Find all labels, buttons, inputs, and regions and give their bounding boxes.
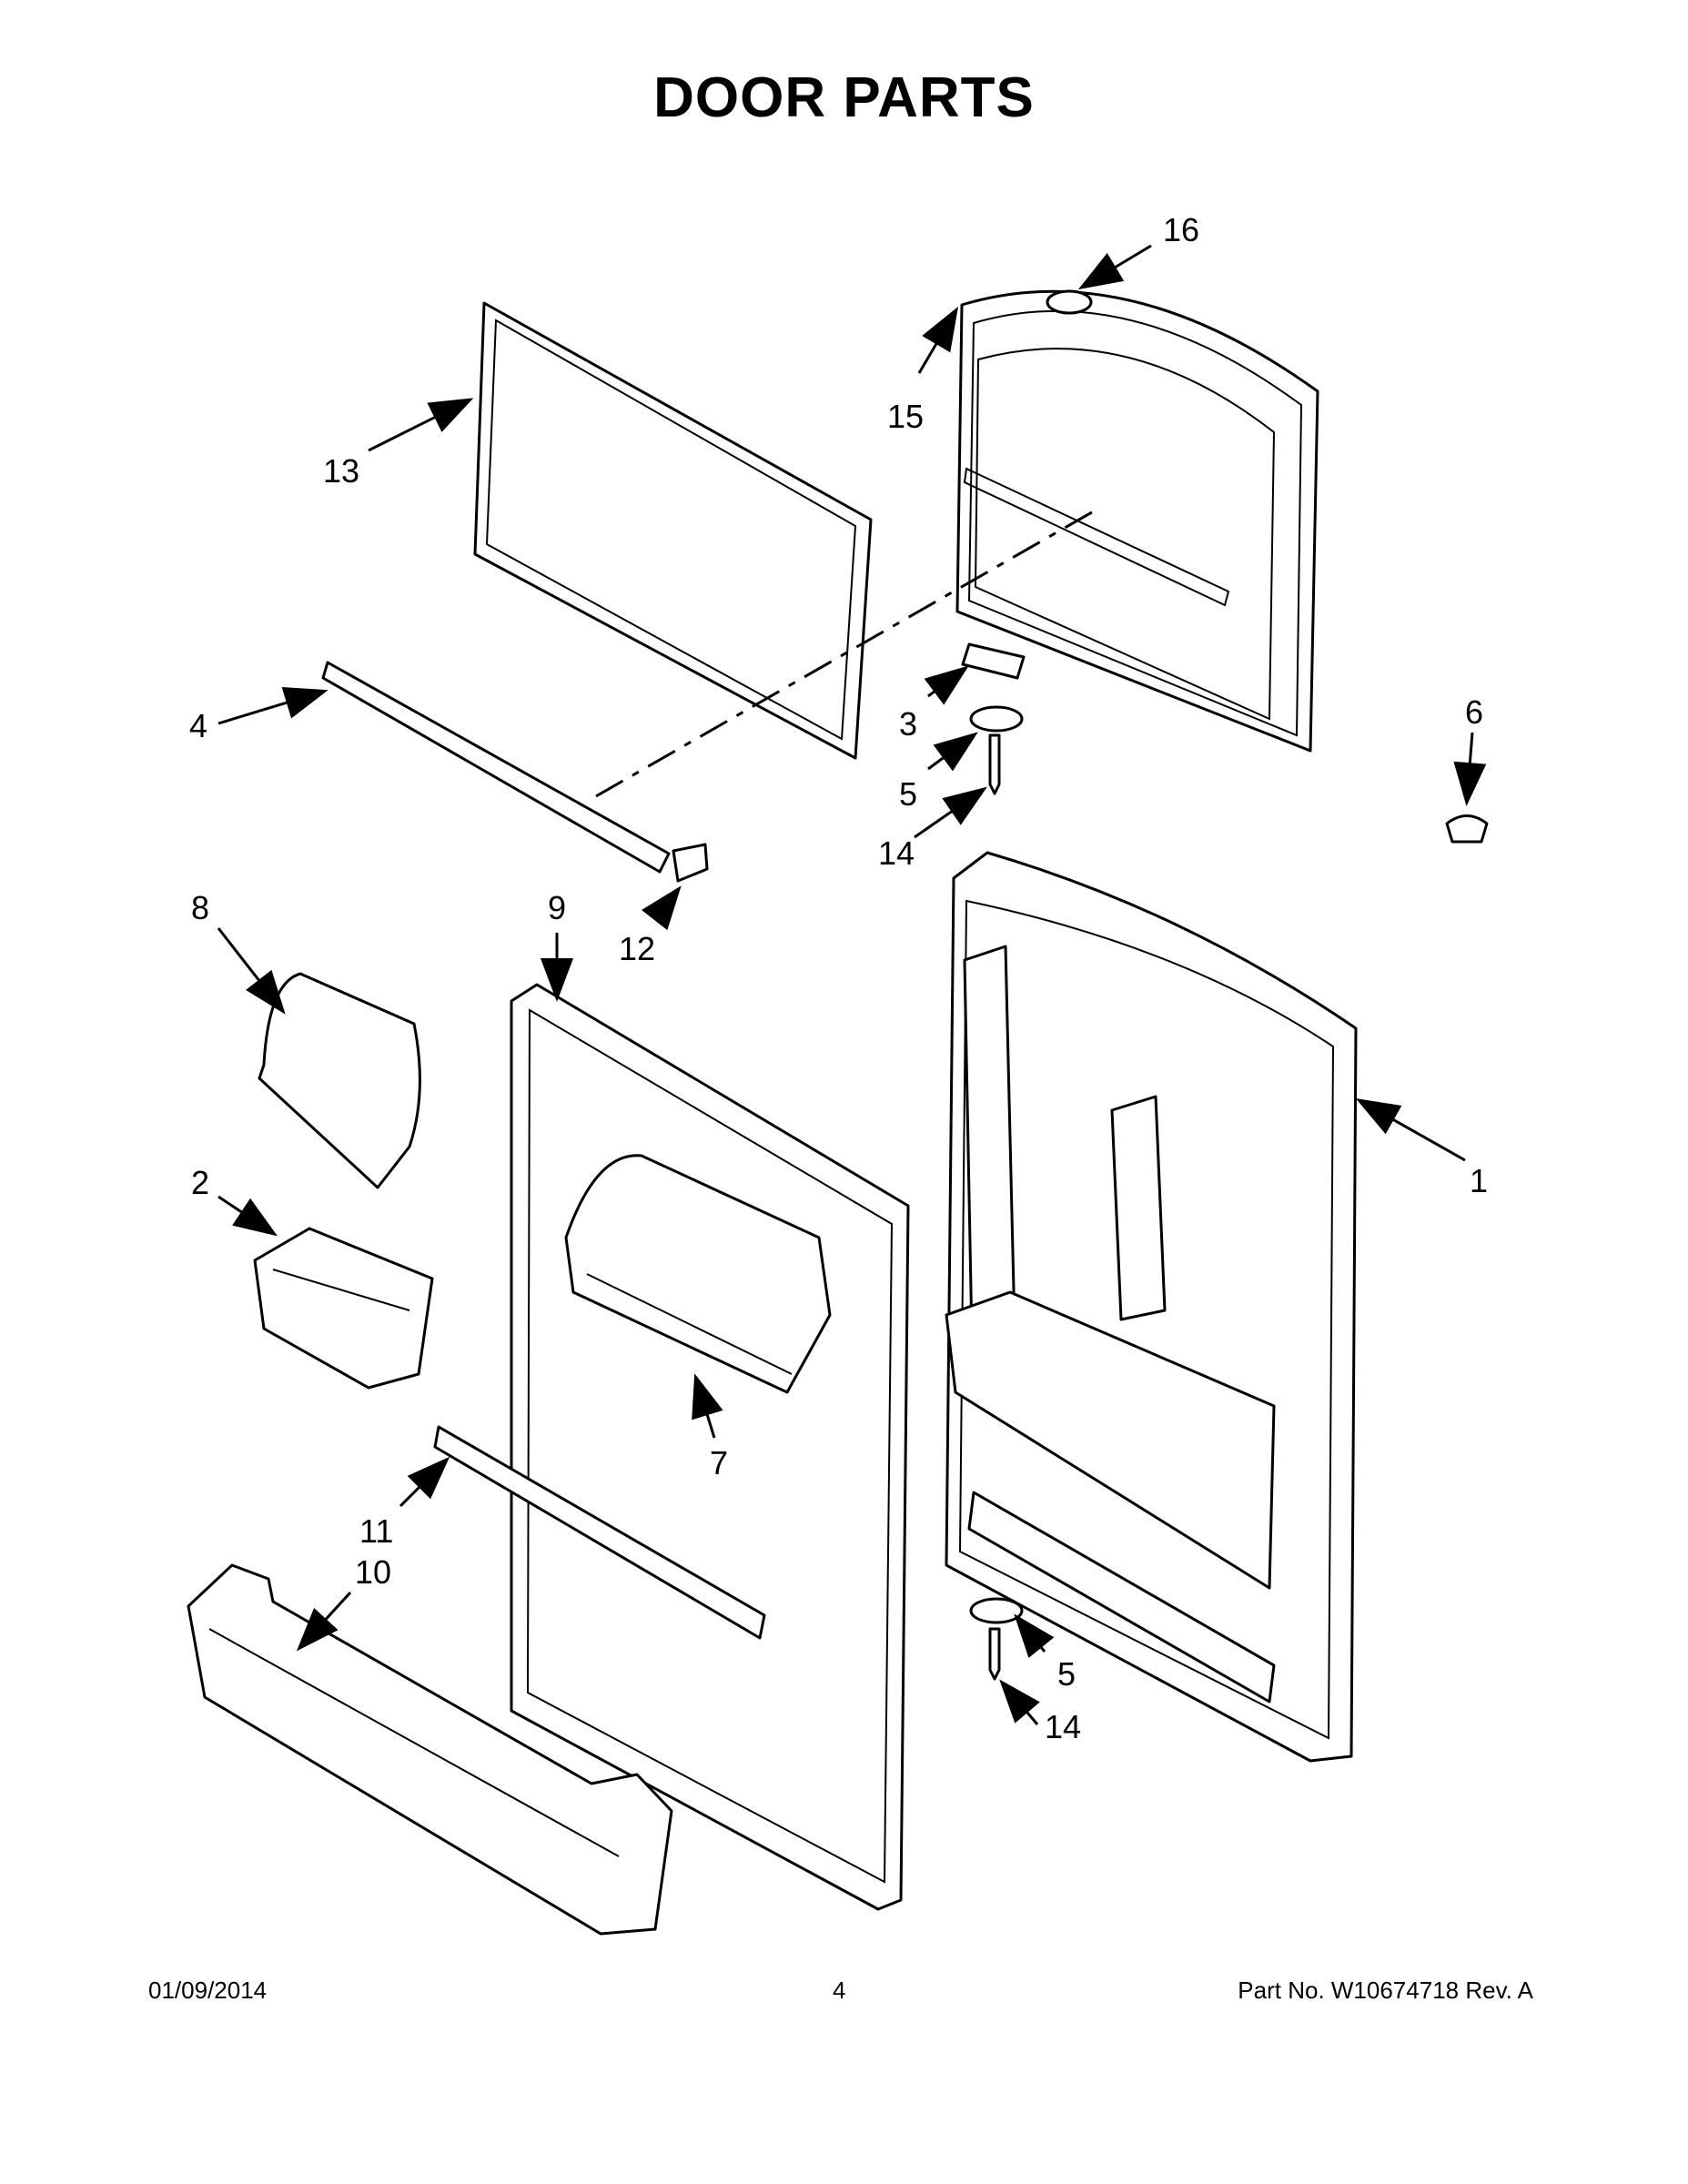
hinge-cap [1445,814,1489,844]
dairy-door [258,972,421,1189]
door-trim-lower [433,1425,766,1640]
door-trim-upper [321,661,671,874]
refrigerator-door-liner [945,851,1358,1763]
arrow-14-lower [999,1679,1040,1725]
callout-6: 6 [1465,693,1483,731]
callout-4: 4 [189,707,207,744]
assembly-line [595,508,1097,798]
arrow-3 [924,665,969,705]
callout-labels: 16 15 13 4 3 5 14 6 12 8 9 1 2 7 11 10 5… [189,211,1488,1745]
arrow-12 [641,885,682,931]
plug-button [1046,289,1093,315]
arrow-7 [692,1373,723,1439]
arrow-14-upper [914,786,987,839]
callout-12: 12 [619,930,655,967]
callout-2: 2 [191,1164,209,1201]
callout-7: 7 [710,1444,728,1481]
arrow-11 [399,1456,450,1508]
callout-16: 16 [1163,211,1199,248]
hinge-washer-lower [969,1597,1024,1624]
footer-part-number: Part No. W10674718 Rev. A [1238,1977,1533,2004]
callout-5-upper: 5 [899,775,917,813]
freezer-door-gasket [473,301,873,760]
footer-page-number: 4 [833,1977,846,2004]
callout-5-lower: 5 [1057,1655,1076,1693]
callout-14-lower: 14 [1045,1708,1081,1745]
footer-date: 01/09/2014 [148,1977,268,2004]
freezer-door-liner [955,289,1319,753]
arrow-8 [217,927,286,1015]
door-bin-with-cover [564,1154,832,1394]
page-title: DOOR PARTS [653,66,1035,129]
arrow-1 [1355,1098,1466,1162]
callout-11: 11 [359,1512,393,1550]
hinge-upper [961,642,1026,680]
hinge-screw-upper [988,733,1001,795]
arrow-6 [1453,732,1487,806]
callout-10: 10 [355,1553,391,1591]
callout-8: 8 [191,889,209,926]
hinge-washer-upper [969,705,1024,733]
arrow-4 [217,687,329,725]
arrow-15 [917,306,959,374]
large-door-bin [187,1563,673,1936]
arrow-13 [368,398,474,452]
callout-15: 15 [887,398,924,435]
callout-1: 1 [1470,1162,1488,1199]
arrow-2 [217,1195,278,1237]
leader-arrows [217,244,1487,1725]
callout-13: 13 [323,452,359,490]
callout-9: 9 [548,889,566,926]
small-door-bin [253,1227,434,1390]
callout-3: 3 [899,705,917,743]
arrow-10 [296,1591,352,1652]
hinge-screw-lower [988,1627,1001,1681]
arrow-5-lower [1014,1613,1055,1658]
callout-14-upper: 14 [878,834,915,872]
arrow-5-upper [927,732,978,772]
arrow-16 [1077,244,1152,290]
trim-end-cap [672,843,709,883]
